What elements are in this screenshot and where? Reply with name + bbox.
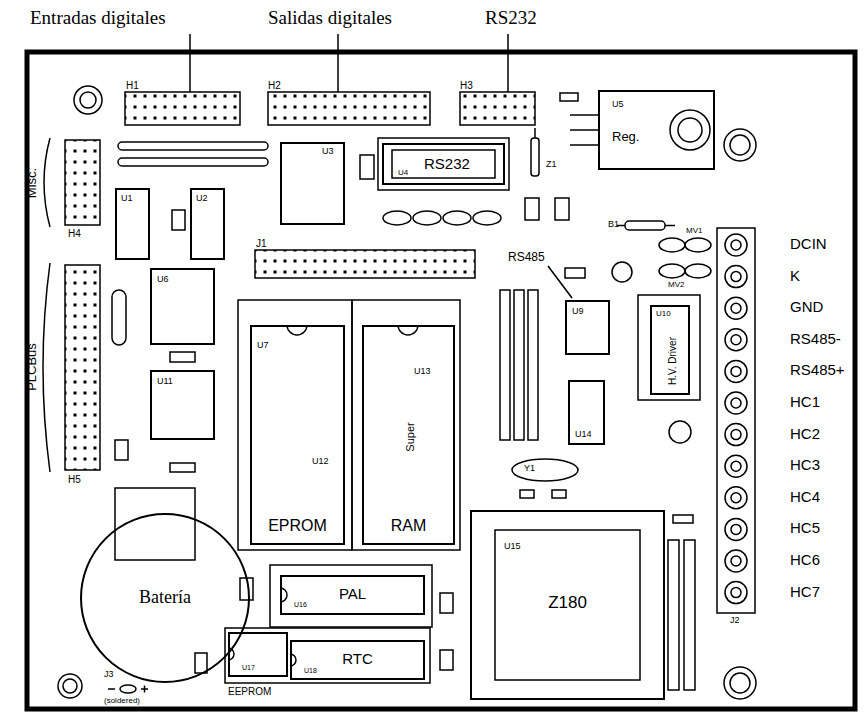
chip-box: U3 — [280, 142, 345, 225]
part-designator: U13 — [414, 367, 431, 377]
chip-box: U9 — [565, 300, 610, 355]
chip-label: U3 — [322, 147, 334, 157]
chip-box: U7U12EPROM — [250, 325, 345, 545]
chip-label: U1 — [121, 194, 133, 204]
part-label: Z1 — [546, 160, 557, 170]
part-label: (soldered) — [104, 697, 140, 706]
part-label: RS485 — [508, 251, 545, 264]
chip-box: U15Z180 — [470, 510, 665, 700]
chip-label: Super — [404, 422, 416, 451]
terminal-label: HC1 — [790, 394, 820, 411]
part-label: PLCBus — [25, 343, 39, 391]
part-designator: U5 — [612, 100, 624, 110]
battery-outline: Batería — [80, 513, 250, 683]
part-designator: U16 — [294, 601, 307, 609]
chip-label: U9 — [572, 307, 584, 317]
chip-box: U16 PAL — [280, 575, 425, 615]
part-label: MV2 — [668, 281, 684, 290]
chip-label: H.V. Driver — [667, 337, 678, 385]
terminal-label: HC6 — [790, 552, 820, 569]
chip-label: U11 — [157, 377, 173, 387]
chip-label: RTC — [342, 651, 373, 668]
terminal-label: GND — [790, 299, 823, 316]
chip-box: U1 — [115, 188, 150, 260]
part-designator: U10 — [656, 310, 671, 319]
section-label: RS232 — [485, 8, 537, 29]
part-label: H3 — [460, 80, 473, 91]
part-label: H1 — [126, 80, 139, 91]
chip-label: U6 — [157, 275, 169, 285]
terminal-label: HC5 — [790, 520, 820, 537]
part-designator: U4 — [398, 169, 408, 178]
chip-label: Reg. — [612, 130, 639, 144]
chip-box: U11 — [150, 370, 215, 440]
chip-label: U17 — [242, 664, 255, 672]
part-designator: U7 — [257, 341, 269, 351]
section-label: Salidas digitales — [268, 8, 392, 29]
chip-box: U13SuperRAM — [362, 325, 455, 545]
chip-box: U10H.V. Driver — [650, 305, 690, 395]
part-label: EEPROM — [228, 686, 271, 697]
chip-box: U17 — [228, 632, 288, 677]
chip-box: U4 RS232 — [382, 143, 505, 185]
chip-label: U2 — [196, 194, 208, 204]
terminal-label: RS485- — [790, 331, 841, 348]
terminal-label: RS485+ — [790, 362, 845, 379]
chip-box: U6 — [150, 268, 215, 345]
chip-label: Z180 — [548, 594, 587, 613]
part-label: B1 — [608, 220, 619, 230]
part-label: H5 — [68, 474, 81, 485]
terminal-label: HC4 — [790, 489, 820, 506]
chip-label: Batería — [139, 588, 191, 608]
chip-label: U12 — [312, 457, 329, 467]
terminal-label: HC2 — [790, 426, 820, 443]
chip-label: EPROM — [268, 517, 327, 535]
chip-label: RS232 — [424, 156, 470, 173]
terminal-label: K — [790, 268, 800, 285]
chip-label: RAM — [391, 517, 427, 535]
terminal-label: HC7 — [790, 584, 820, 601]
terminal-label: HC3 — [790, 457, 820, 474]
part-label: H4 — [68, 228, 81, 239]
part-label: Y1 — [524, 464, 535, 474]
chip-box: U14 — [568, 380, 605, 445]
part-label: MV1 — [686, 227, 702, 236]
chip-box: U5Reg. — [598, 90, 715, 170]
part-label: J3 — [104, 670, 114, 680]
part-designator: U15 — [504, 542, 521, 552]
part-label: J1 — [256, 238, 267, 249]
part-designator: U18 — [304, 667, 317, 675]
chip-box: U2 — [190, 188, 225, 260]
section-label: Entradas digitales — [30, 8, 166, 29]
chip-label: U14 — [575, 430, 592, 440]
terminal-label: DCIN — [790, 236, 827, 253]
part-label: J2 — [730, 616, 740, 626]
chip-box: U18 RTC — [290, 640, 425, 680]
part-label: H2 — [268, 80, 281, 91]
part-label: Misc. — [25, 168, 39, 198]
chip-label: PAL — [339, 586, 366, 603]
